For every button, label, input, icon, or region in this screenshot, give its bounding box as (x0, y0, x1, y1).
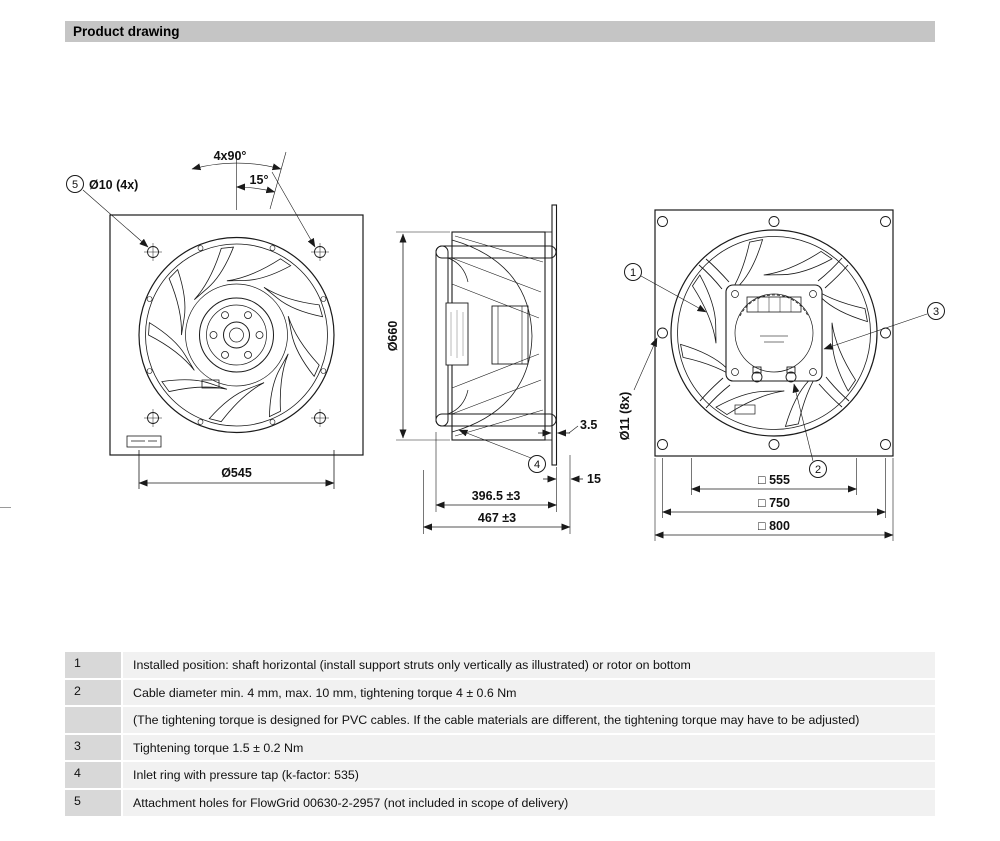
side-mounting-plate (551, 204, 558, 466)
page-margin-mark (0, 507, 11, 508)
front-nameplate (126, 379, 220, 448)
dim-bolt-square-label: □ 750 (758, 496, 790, 510)
note-text: Cable diameter min. 4 mm, max. 10 mm, ti… (123, 679, 935, 706)
front-mounting-plate (109, 214, 364, 456)
note-text: Inlet ring with pressure tap (k-factor: … (123, 762, 935, 789)
rear-brand-mark (760, 335, 788, 343)
rear-motor-mount-plate (725, 284, 823, 382)
note-number (65, 707, 121, 733)
rear-label (734, 404, 756, 415)
callout-2-number: 2 (815, 464, 821, 476)
dim-impeller-diameter-label: Ø660 (386, 321, 400, 352)
note-number: 3 (65, 734, 121, 761)
note-text: (The tightening torque is designed for P… (123, 707, 935, 733)
front-hub-bolts (209, 311, 264, 359)
dim-offset-label: 15 (587, 472, 601, 486)
side-view (396, 204, 583, 534)
flowgrid-hole-label: Ø10 (4x) (89, 178, 138, 192)
front-flowgrid-holes (144, 243, 329, 427)
front-callout-5 (66, 175, 149, 248)
note-text: Tightening torque 1.5 ± 0.2 Nm (123, 734, 935, 761)
side-support-strut-bottom (435, 413, 557, 427)
hole-offset-label: 15° (250, 173, 269, 187)
dim-inner-square-label: □ 555 (758, 473, 790, 487)
rear-hole-label: Ø11 (8x) (618, 392, 632, 441)
side-impeller-blade-lines (451, 235, 544, 437)
page-title: Product drawing (73, 24, 180, 39)
rear-callout-1 (624, 263, 707, 313)
table-row: 3 Tightening torque 1.5 ± 0.2 Nm (65, 734, 935, 761)
note-text: Attachment holes for FlowGrid 00630-2-29… (123, 790, 935, 816)
rear-callout-2 (792, 383, 827, 478)
side-motor (491, 305, 529, 365)
dim-depth-total-label: 467 ±3 (478, 511, 516, 525)
section-header: Product drawing (65, 21, 935, 42)
note-number: 1 (65, 652, 121, 678)
side-nameplate (445, 302, 469, 366)
table-row: 4 Inlet ring with pressure tap (k-factor… (65, 762, 935, 789)
front-view (66, 151, 364, 489)
front-fan-housing-ring (138, 236, 335, 434)
dim-plate-thickness-label: 3.5 (580, 418, 597, 432)
rear-support-struts (698, 257, 850, 409)
notes-table: 1 Installed position: shaft horizontal (… (65, 652, 935, 816)
rear-view (624, 209, 945, 541)
rear-terminal-block (746, 296, 802, 313)
rear-impeller-blades (680, 239, 868, 427)
front-diameter-dimension (138, 450, 335, 489)
rear-hole-leader (633, 337, 658, 391)
rear-dimensions (654, 458, 894, 541)
table-row: 2 Cable diameter min. 4 mm, max. 10 mm, … (65, 679, 935, 706)
table-row: 1 Installed position: shaft horizontal (… (65, 652, 935, 678)
rear-mount-screws (731, 290, 817, 376)
rear-callout-3 (823, 302, 945, 350)
note-number: 5 (65, 790, 121, 816)
dim-fan-diameter-label: Ø545 (221, 466, 252, 480)
rear-mounting-plate (654, 209, 894, 457)
callout-5-number: 5 (72, 179, 78, 191)
table-row: 5 Attachment holes for FlowGrid 00630-2-… (65, 790, 935, 816)
side-dimensions (396, 231, 583, 534)
callout-4-number: 4 (534, 459, 540, 471)
rear-cable-glands (751, 366, 797, 383)
note-text: Installed position: shaft horizontal (in… (123, 652, 935, 678)
dim-plate-square-label: □ 800 (758, 519, 790, 533)
front-motor-hub (199, 297, 274, 373)
callout-1-number: 1 (630, 267, 636, 279)
hole-spacing-label: 4x90° (214, 149, 247, 163)
dim-depth-inner-label: 396.5 ±3 (472, 489, 521, 503)
side-support-strut-top (435, 245, 557, 259)
rear-fan-housing-ring (670, 229, 878, 437)
side-callout-4 (458, 429, 546, 473)
table-row: (The tightening torque is designed for P… (65, 707, 935, 733)
rear-mounting-holes (657, 216, 891, 450)
front-rim-rivets (146, 245, 327, 425)
note-number: 4 (65, 762, 121, 789)
front-angle-annotations (191, 151, 316, 248)
callout-3-number: 3 (933, 306, 939, 318)
note-number: 2 (65, 679, 121, 706)
